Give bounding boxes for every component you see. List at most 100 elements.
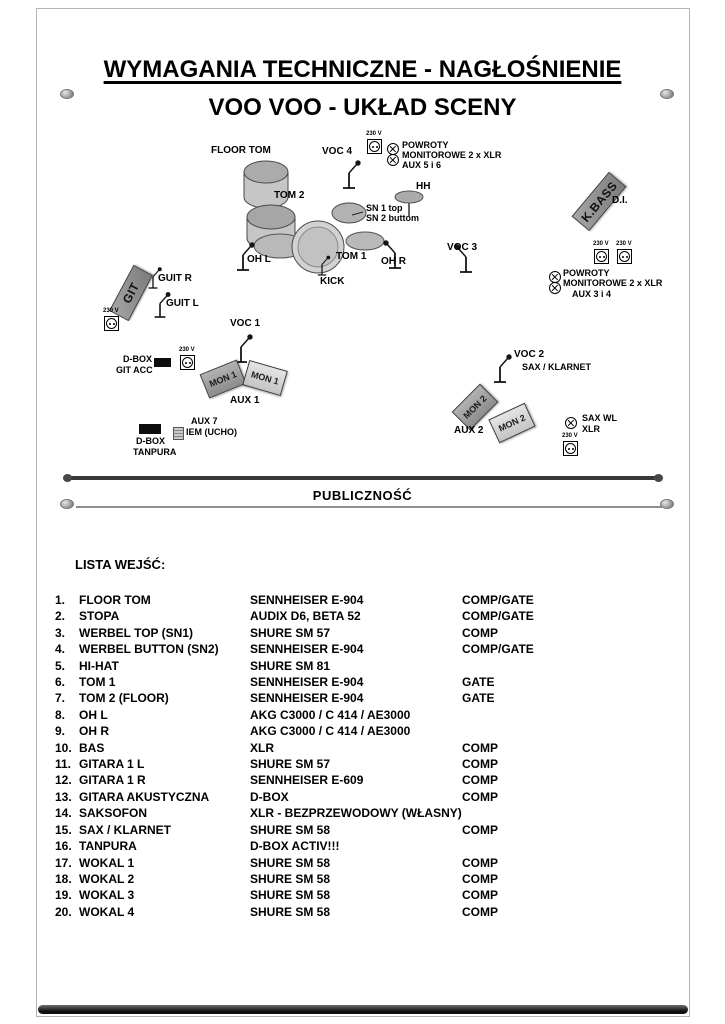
label-aux34: AUX 3 i 4 <box>572 289 612 299</box>
label-tom2: TOM 2 <box>274 190 305 201</box>
input-list-row: 3. WERBEL TOP (SN1) SHURE SM 57 COMP <box>55 625 690 641</box>
di-box-icon <box>139 424 161 434</box>
row-channel-name: WERBEL BUTTON (SN2) <box>79 642 219 657</box>
row-channel-name: BAS <box>79 740 105 755</box>
hihat-cymbal <box>394 190 424 204</box>
label-sax-klarnet: SAX / KLARNET <box>522 362 592 372</box>
label-hh: HH <box>416 181 431 192</box>
input-list-row: 19. WOKAL 3 SHURE SM 58 COMP <box>55 887 690 903</box>
row-processing: COMP/GATE <box>462 593 534 607</box>
input-list-row: 12. GITARA 1 R SENNHEISER E-609 COMP <box>55 772 690 788</box>
label-voc4: VOC 4 <box>322 146 353 157</box>
label-iem: IEM (UCHO) <box>186 427 237 437</box>
input-list-row: 1. FLOOR TOM SENNHEISER E-904 COMP/GATE <box>55 592 690 608</box>
row-number: 16. <box>55 839 72 854</box>
row-number: 11. <box>55 757 72 772</box>
row-processing: COMP <box>462 822 498 837</box>
row-microphone: SENNHEISER E-904 <box>250 593 364 607</box>
row-processing <box>462 658 690 674</box>
iem-receiver-icon <box>173 427 184 440</box>
mic-stands <box>147 159 513 383</box>
row-microphone: SHURE SM 58 <box>250 822 331 837</box>
page-title: WYMAGANIA TECHNICZNE - NAGŁOŚNIENIE <box>0 56 725 84</box>
xlr-connector-icon <box>565 417 577 429</box>
power-outlet-icon <box>104 316 119 331</box>
power-outlet-icon <box>367 139 382 154</box>
row-microphone: SHURE SM 58 <box>250 888 331 903</box>
row-number: 7. <box>55 691 66 706</box>
row-channel-name: OH L <box>79 707 108 722</box>
label-aux2: AUX 2 <box>454 425 484 436</box>
drum-kit <box>243 160 424 274</box>
bottom-rail-bar <box>38 1005 688 1014</box>
label-voc1: VOC 1 <box>230 318 261 329</box>
row-microphone: SHURE SM 57 <box>250 757 331 772</box>
xlr-connector-icon <box>387 154 399 166</box>
input-list: 1. FLOOR TOM SENNHEISER E-904 COMP/GATE … <box>55 592 690 920</box>
row-microphone: SENNHEISER E-904 <box>250 675 364 690</box>
row-microphone: SHURE SM 57 <box>250 625 331 640</box>
row-channel-name: WOKAL 4 <box>79 904 135 919</box>
input-list-row: 6. TOM 1 SENNHEISER E-904 GATE <box>55 674 690 690</box>
input-list-row: 8. OH L AKG C3000 / C 414 / AE3000 <box>55 707 690 723</box>
input-list-row: 2. STOPA AUDIX D6, BETA 52 COMP/GATE <box>55 608 690 624</box>
row-microphone: XLR <box>250 740 274 755</box>
row-number: 17. <box>55 855 72 870</box>
row-processing: COMP <box>462 888 498 903</box>
row-microphone: SENNHEISER E-904 <box>250 691 364 706</box>
row-processing: COMP <box>462 773 498 788</box>
mic-stand-voc4-icon <box>342 159 362 189</box>
row-processing: GATE <box>462 675 495 690</box>
row-processing: COMP/GATE <box>462 642 534 657</box>
label-powroty-top: POWROTY <box>402 140 449 150</box>
input-list-row: 5. HI-HAT SHURE SM 81 <box>55 658 690 674</box>
screw-icon <box>60 499 74 509</box>
xlr-connector-icon <box>549 282 561 294</box>
row-channel-name: WOKAL 1 <box>79 855 135 870</box>
label-floor-tom: FLOOR TOM <box>211 145 271 156</box>
label-aux1: AUX 1 <box>230 395 260 406</box>
input-list-row: 16. TANPURA D-BOX ACTIV!!! <box>55 838 690 854</box>
row-number: 12. <box>55 773 72 788</box>
snare-drum <box>331 202 367 224</box>
row-microphone: D-BOX <box>250 789 289 804</box>
label-dbox-tanpura: D-BOX <box>136 436 165 446</box>
input-list-row: 9. OH R AKG C3000 / C 414 / AE3000 <box>55 723 690 739</box>
power-outlet-icon <box>180 355 195 370</box>
row-processing: COMP <box>462 904 498 919</box>
row-number: 5. <box>55 658 66 673</box>
row-number: 14. <box>55 806 72 821</box>
label-guit-l: GUIT L <box>166 298 199 309</box>
label-sax-wl: SAX WL <box>582 413 617 423</box>
row-number: 1. <box>55 593 66 607</box>
input-list-row: 17. WOKAL 1 SHURE SM 58 COMP <box>55 855 690 871</box>
row-channel-name: GITARA 1 L <box>79 757 145 772</box>
input-list-row: 18. WOKAL 2 SHURE SM 58 COMP <box>55 871 690 887</box>
row-number: 10. <box>55 740 72 755</box>
row-channel-name: TOM 2 (FLOOR) <box>79 691 169 706</box>
input-list-row: 4. WERBEL BUTTON (SN2) SENNHEISER E-904 … <box>55 641 690 657</box>
row-processing: GATE <box>462 691 495 706</box>
di-box-icon <box>154 358 171 367</box>
row-channel-name: WOKAL 3 <box>79 888 135 903</box>
row-number: 20. <box>55 904 72 919</box>
row-processing: COMP <box>462 871 498 886</box>
label-oh-r: OH R <box>381 256 406 267</box>
row-number: 19. <box>55 888 72 903</box>
label-git-acc: GIT ACC <box>116 365 153 375</box>
row-processing <box>462 723 690 739</box>
voltage-label: 230 V <box>593 241 609 247</box>
row-processing: COMP <box>462 740 498 755</box>
row-channel-name: WERBEL TOP (SN1) <box>79 625 194 640</box>
stage-edge-knob <box>654 474 663 482</box>
power-outlet-icon <box>594 249 609 264</box>
page-title-text: WYMAGANIA TECHNICZNE - NAGŁOŚNIENIE <box>103 56 622 83</box>
row-processing: COMP <box>462 757 498 772</box>
row-processing <box>462 805 690 821</box>
input-list-heading: LISTA WEJŚĆ: <box>75 557 166 572</box>
page-subtitle: VOO VOO - UKŁAD SCENY <box>208 94 517 121</box>
snare-pointer-line <box>351 211 364 216</box>
row-processing: COMP <box>462 789 498 804</box>
label-monitorowe-right: MONITOROWE 2 x XLR <box>563 278 663 288</box>
